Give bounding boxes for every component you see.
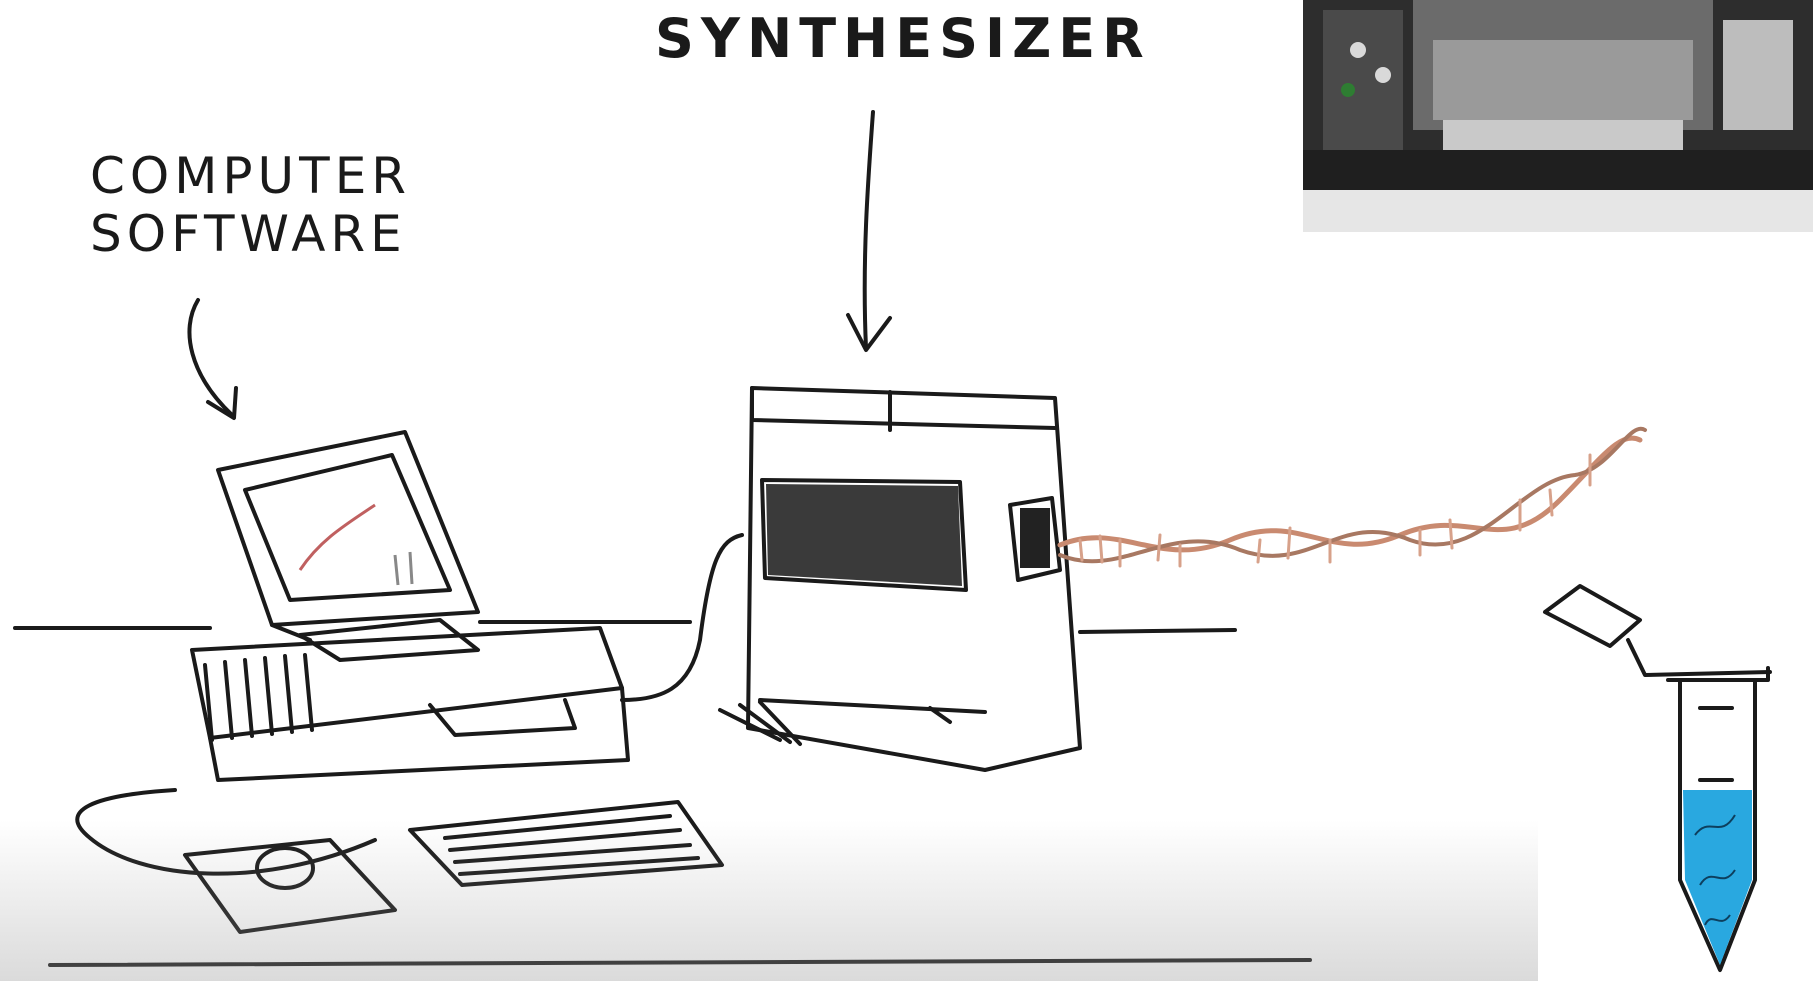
synthesizer-photo — [1303, 0, 1813, 232]
table-line-right — [1080, 630, 1235, 632]
dna-helix-icon — [1060, 429, 1645, 566]
arrow-down-icon — [189, 300, 236, 418]
screen-graph — [300, 505, 412, 585]
connection-cable — [622, 535, 742, 700]
synth-window — [766, 484, 962, 586]
bottom-shade — [0, 820, 1538, 981]
arrow-down-icon — [848, 112, 890, 350]
laptop-icon — [192, 432, 628, 780]
synth-port — [1020, 508, 1050, 568]
